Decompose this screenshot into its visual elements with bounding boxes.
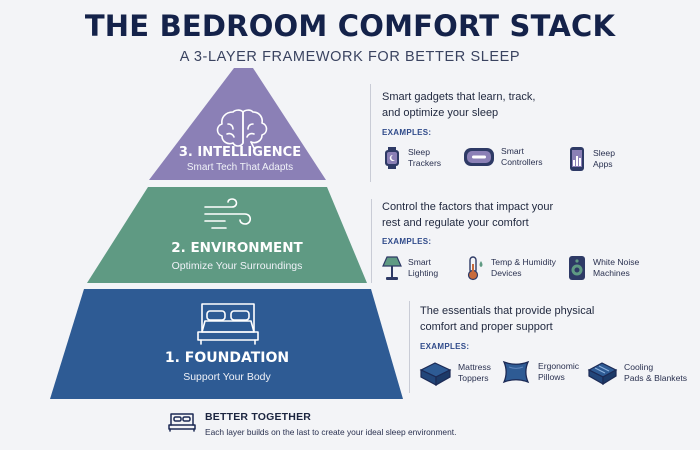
divider-foundation: [409, 301, 410, 393]
layer-title-intelligence: 3. INTELLIGENCE: [178, 145, 302, 160]
layer-subtitle-environment: Optimize Your Surroundings: [171, 260, 303, 272]
phone-app-icon: [570, 147, 584, 171]
example-label: Mattress Toppers: [458, 362, 491, 383]
thermometer-icon: [467, 256, 483, 281]
mattress-icon: [419, 362, 452, 386]
example-white-noise: White Noise Machines: [567, 255, 639, 281]
pillow-icon: [502, 360, 530, 384]
example-label: White Noise Machines: [593, 257, 640, 278]
example-label: Sleep Trackers: [408, 147, 442, 168]
pyramid-layer-environment: [87, 187, 367, 283]
bed-icon: [197, 303, 259, 345]
footer-title: BETTER TOGETHER: [205, 411, 312, 423]
smartwatch-icon: [385, 147, 399, 169]
layer-subtitle-intelligence: Smart Tech That Adapts: [186, 162, 294, 173]
example-label: Ergonomic Pillows: [538, 361, 580, 382]
example-mattress-toppers: Mattress Toppers: [418, 360, 491, 386]
page-title: THE BEDROOM COMFORT STACK: [84, 9, 616, 43]
examples-label-intelligence: EXAMPLES:: [382, 128, 432, 137]
speaker-icon: [569, 256, 585, 280]
description-foundation: The essentials that provide physical com…: [420, 305, 595, 333]
examples-label-foundation: EXAMPLES:: [420, 342, 470, 351]
pyramid-layer-foundation: [50, 289, 403, 399]
lamp-icon: [382, 256, 402, 280]
cooling-pad-icon: [587, 362, 618, 386]
layer-title-environment: 2. ENVIRONMENT: [171, 240, 303, 256]
divider-environment: [371, 199, 372, 283]
layer-subtitle-foundation: Support Your Body: [183, 371, 271, 383]
example-smart-lighting: Smart Lighting: [382, 255, 438, 281]
example-label: Smart Lighting: [408, 257, 439, 278]
example-ergonomic-pillows: Ergonomic Pillows: [500, 358, 579, 386]
example-sleep-trackers: Sleep Trackers: [382, 146, 441, 170]
divider-intelligence: [370, 84, 371, 182]
remote-controller-icon: [464, 148, 494, 166]
example-cooling-pads: Cooling Pads & Blankets: [586, 360, 687, 386]
page-subtitle: A 3-LAYER FRAMEWORK FOR BETTER SLEEP: [179, 49, 521, 65]
example-temp-humidity: Temp & Humidity Devices: [463, 255, 556, 281]
examples-label-environment: EXAMPLES:: [382, 237, 432, 246]
wind-icon: [204, 198, 252, 229]
layer-title-foundation: 1. FOUNDATION: [164, 350, 290, 366]
example-label: Smart Controllers: [501, 146, 543, 167]
example-label: Temp & Humidity Devices: [491, 257, 556, 278]
example-smart-controllers: Smart Controllers: [463, 146, 543, 168]
bed-icon: [168, 413, 196, 432]
example-label: Sleep Apps: [593, 148, 615, 169]
pyramid-layer-intelligence: [149, 68, 326, 180]
description-environment: Control the factors that impact your res…: [382, 201, 554, 229]
brain-icon: [216, 109, 268, 149]
description-intelligence: Smart gadgets that learn, track, and opt…: [382, 91, 536, 119]
example-sleep-apps: Sleep Apps: [567, 146, 615, 172]
footer-text: Each layer builds on the last to create …: [205, 427, 457, 437]
example-label: Cooling Pads & Blankets: [624, 362, 688, 383]
